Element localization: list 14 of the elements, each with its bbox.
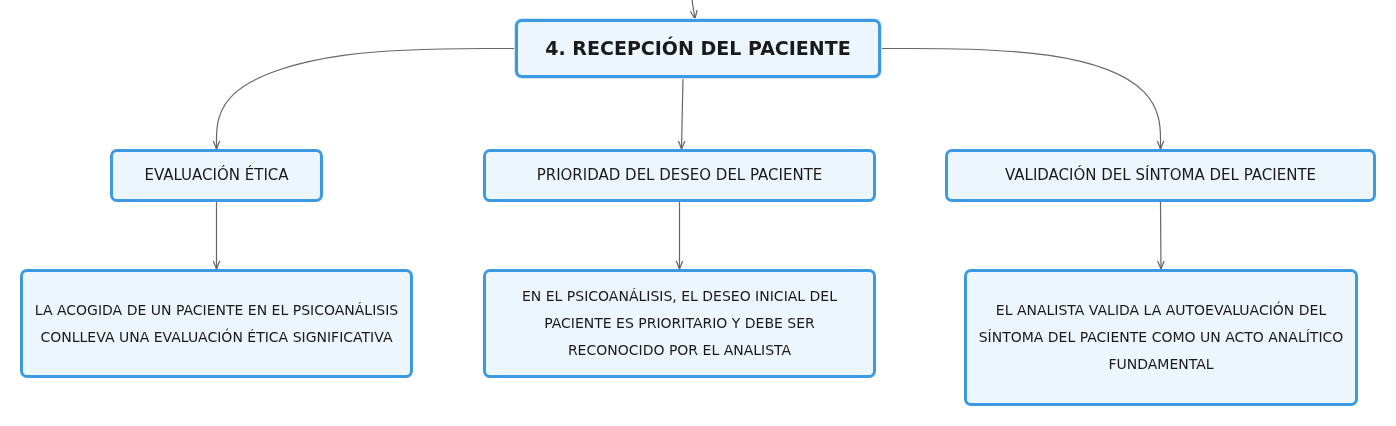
arrow [689, 0, 698, 20]
note-box: EL ANALISTA VALIDA LA AUTOEVALUACIÓN DEL SÍNTOMA DEL PACIENTE COMO UN ACTO ANALÍTICO FUNDAMENTAL [964, 269, 1358, 406]
arrow [212, 47, 516, 150]
arrow [677, 77, 686, 150]
subtopic-box: EVALUACIÓN ÉTICA [110, 149, 323, 202]
arrow [880, 47, 1165, 150]
arrow [212, 201, 221, 270]
arrow [675, 201, 684, 270]
subtopic-box: PRIORIDAD DEL DESEO DEL PACIENTE [483, 149, 876, 202]
subtopic-box: VALIDACIÓN DEL SÍNTOMA DEL PACIENTE [945, 149, 1376, 202]
arrow [1156, 201, 1165, 270]
note-box: EN EL PSICOANÁLISIS, EL DESEO INICIAL DEL PACIENTE ES PRIORITARIO Y DEBE SER RECONOCIDO POR EL ANALISTA [483, 269, 876, 378]
note-box: LA ACOGIDA DE UN PACIENTE EN EL PSICOANÁLISIS CONLLEVA UNA EVALUACIÓN ÉTICA SIGNIFICATIVA [20, 269, 413, 378]
topic-box: 4. RECEPCIÓN DEL PACIENTE [515, 19, 881, 78]
